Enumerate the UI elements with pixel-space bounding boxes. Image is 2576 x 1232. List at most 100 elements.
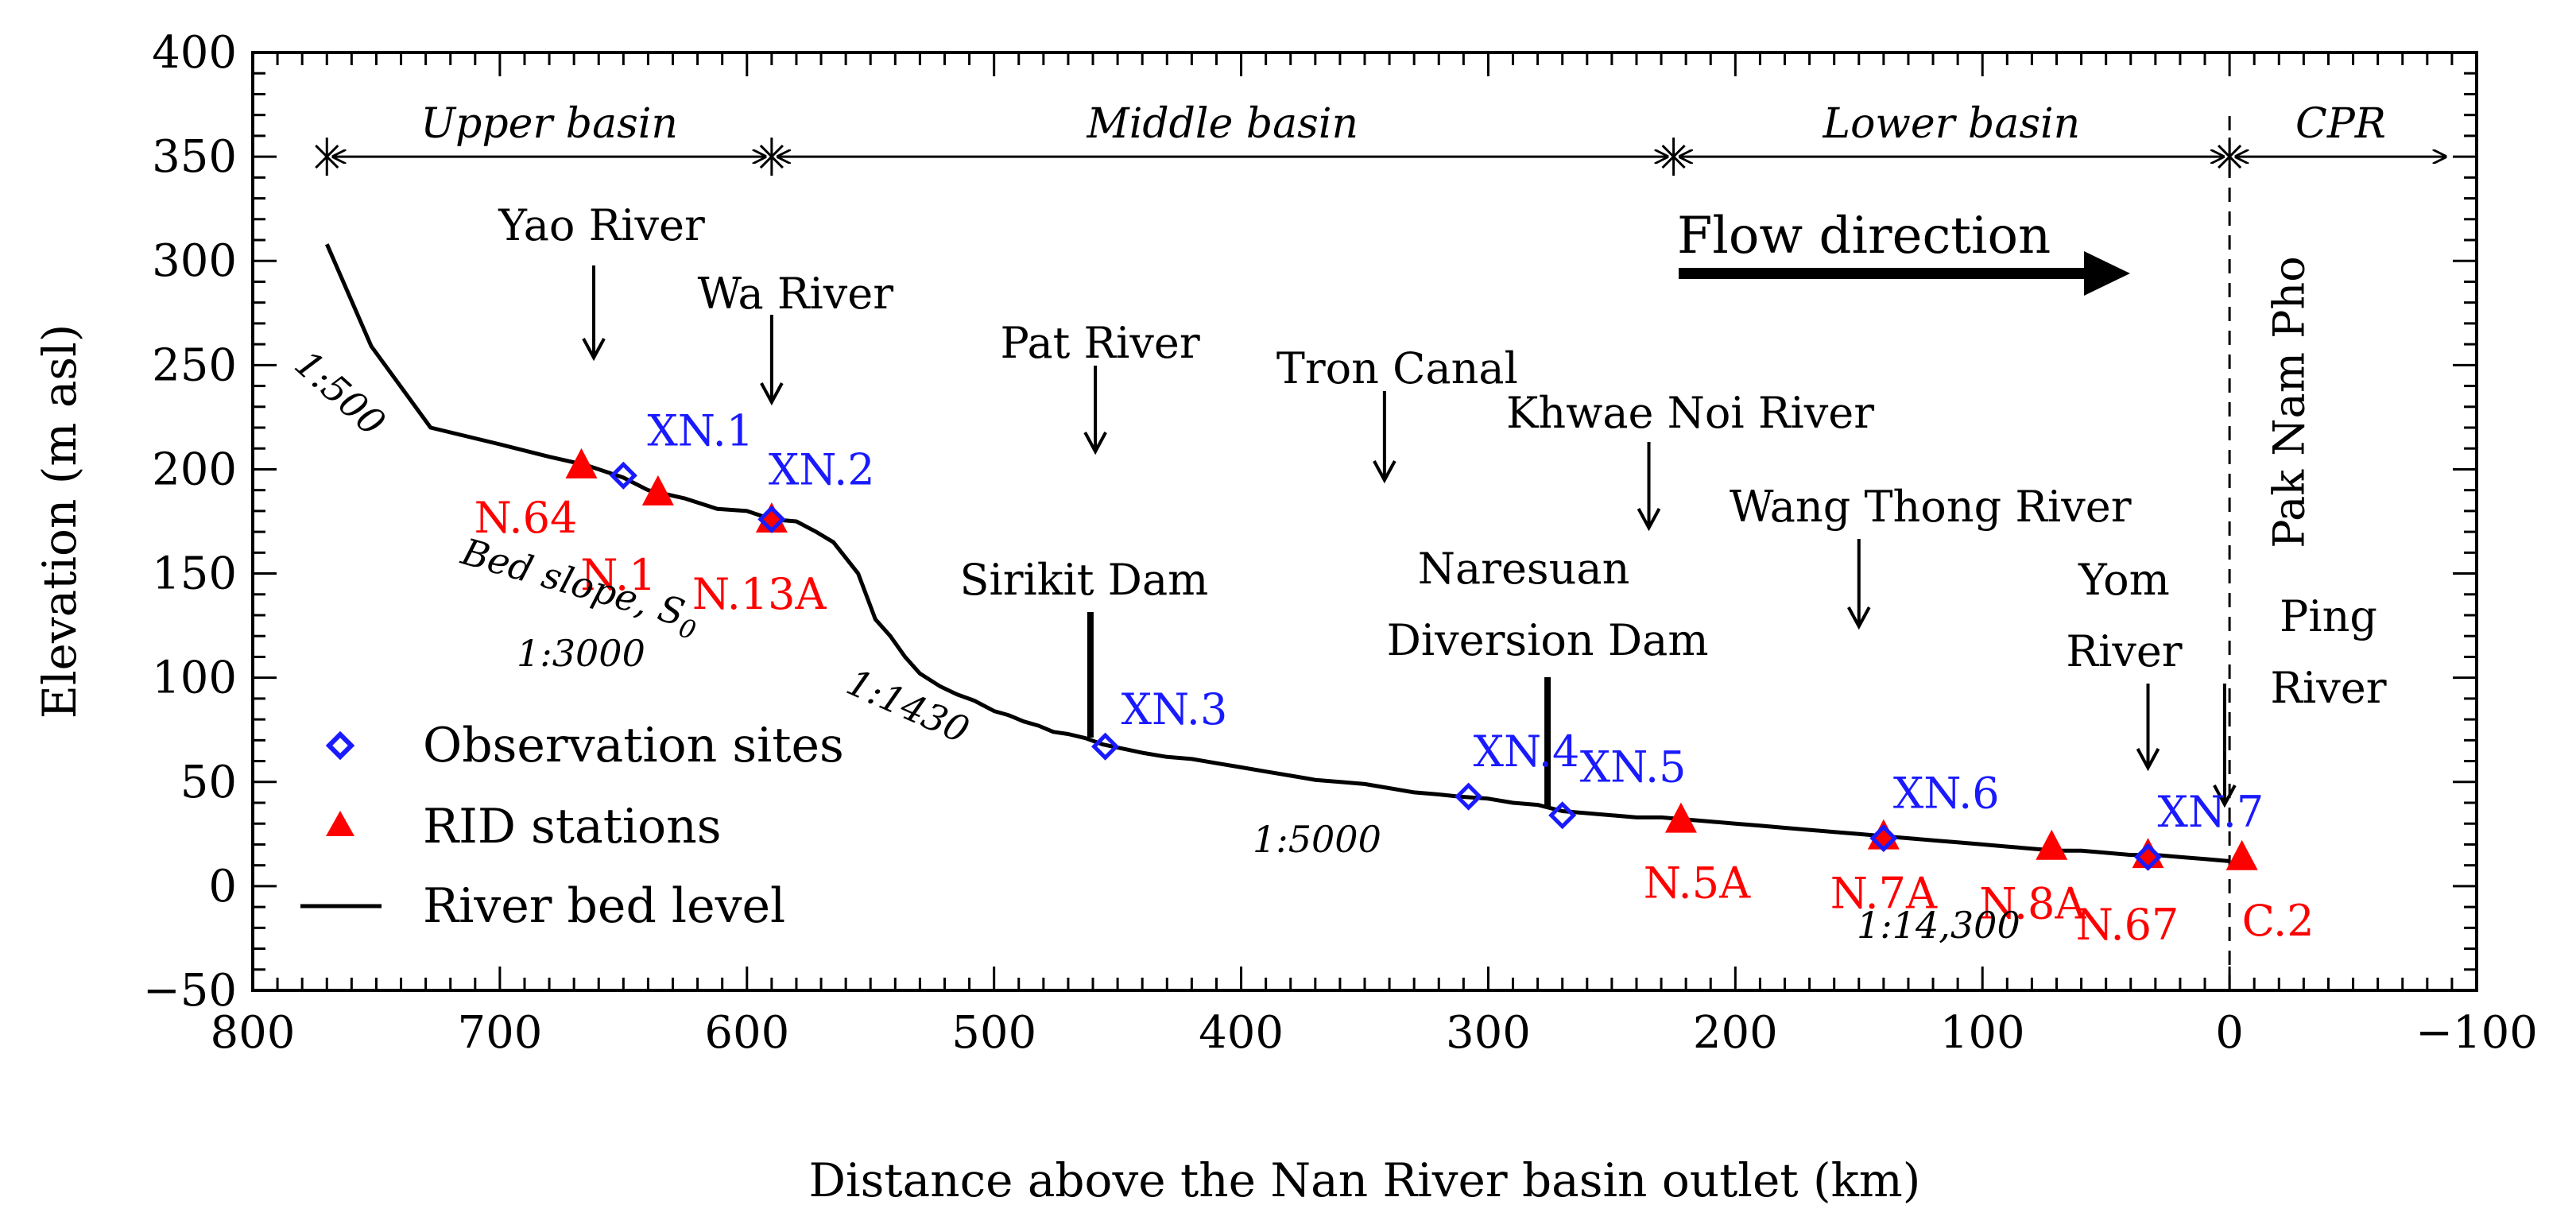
tributary-label: Yao River xyxy=(498,200,705,250)
x-tick-label: 100 xyxy=(1940,1007,2025,1059)
basin-label: Middle basin xyxy=(1086,100,1358,148)
x-tick-label: 800 xyxy=(211,1007,296,1059)
tributary-arrow-head xyxy=(1083,432,1107,455)
flow-direction-label: Flow direction xyxy=(1677,207,2051,265)
tributary-arrow-head xyxy=(1637,508,1661,532)
y-tick-label: 250 xyxy=(152,339,237,391)
x-tick-label: 500 xyxy=(951,1007,1036,1059)
observation-site-marker xyxy=(1091,732,1120,761)
tributary-arrow-head xyxy=(2136,748,2160,772)
y-tick-label: 350 xyxy=(152,131,237,183)
tributary-arrow-head xyxy=(1847,606,1871,630)
x-tick-label: 300 xyxy=(1446,1007,1531,1059)
river-bed-line xyxy=(325,243,2230,863)
flow-direction-annotation: Flow direction xyxy=(1677,207,2130,296)
tributary-label: Khwae Noi River xyxy=(1506,388,1874,438)
legend-label-observation-sites: Observation sites xyxy=(423,718,844,773)
rid-station-marker xyxy=(641,475,674,506)
tributary-label: Tron Canal xyxy=(1276,343,1518,393)
rid-station-label: C.2 xyxy=(2242,896,2315,946)
x-tick-label: −100 xyxy=(2415,1007,2538,1059)
observation-site-marker xyxy=(2133,843,2163,871)
tributary-label: River xyxy=(2066,626,2182,676)
basin-label: Upper basin xyxy=(420,100,678,148)
observation-site-marker xyxy=(757,505,786,533)
observation-site-label: XN.4 xyxy=(1474,726,1580,777)
y-axis-title: Elevation (m asl) xyxy=(33,324,87,719)
legend-label-rid-stations: RID stations xyxy=(423,799,722,854)
rid-station-marker xyxy=(2225,839,2258,870)
x-axis-title: Distance above the Nan River basin outle… xyxy=(809,1153,1921,1207)
x-tick-label: 600 xyxy=(704,1007,789,1059)
dam-label: Diversion Dam xyxy=(1387,615,1709,665)
rid-station-marker xyxy=(565,447,598,478)
x-tick-label: 200 xyxy=(1693,1007,1778,1059)
y-tick-label: −50 xyxy=(143,965,237,1017)
rid-station-marker xyxy=(1664,802,1697,833)
legend-triangle-marker xyxy=(326,811,354,836)
rid-station-label: N.13A xyxy=(692,569,827,619)
observation-site-label: XN.5 xyxy=(1580,742,1687,792)
y-tick-label: 200 xyxy=(152,444,237,495)
slope-label: 1:14,300 xyxy=(1857,904,2020,947)
y-tick-label: 150 xyxy=(152,548,237,600)
rid-station-label: N.1 xyxy=(580,550,656,600)
legend-item-observation-sites: Observation sites xyxy=(325,718,844,773)
y-tick-label: 0 xyxy=(208,861,237,912)
plot-frame xyxy=(251,51,2478,992)
observation-site-label: XN.3 xyxy=(1121,684,1228,734)
slope-label: Bed slope, S0 xyxy=(455,529,705,645)
tributary-arrow-head xyxy=(2213,785,2237,808)
tributary-arrow-head xyxy=(760,382,784,406)
basin-label: CPR xyxy=(2295,100,2386,148)
tributary-arrow-head xyxy=(1373,460,1396,484)
rid-station-label: N.67 xyxy=(2076,900,2179,950)
observation-site-marker xyxy=(609,461,637,490)
legend-item-rid-stations: RID stations xyxy=(326,799,722,854)
basin-label: Lower basin xyxy=(1823,100,2081,148)
rid-station-label: N.7A xyxy=(1830,869,1938,919)
y-tick-label: 400 xyxy=(152,27,237,79)
dam-label: Sirikit Dam xyxy=(959,555,1208,605)
y-tick-label: 100 xyxy=(152,653,237,704)
slope-label: 1:1430 xyxy=(841,661,976,752)
slope-label: 1:3000 xyxy=(517,632,645,675)
legend-label-river-bed-level: River bed level xyxy=(423,878,785,934)
observation-site-label: XN.1 xyxy=(647,405,753,455)
observation-site-markers xyxy=(609,461,2163,871)
tributary-label: Yom xyxy=(2078,555,2170,605)
tributary-label: Ping xyxy=(2280,591,2377,641)
vertical-label-pak-nam-pho: Pak Nam Pho xyxy=(2264,256,2314,548)
tributary-arrow-head xyxy=(582,338,606,362)
observation-site-marker xyxy=(1869,824,1898,853)
x-tick-labels: 800 700 600 500 400 300 200 100 0 −100 xyxy=(211,1007,2538,1059)
x-tick-label: 400 xyxy=(1199,1007,1284,1059)
dam-label: Naresuan xyxy=(1418,544,1630,594)
rid-station-label: N.5A xyxy=(1644,858,1751,909)
y-tick-label: 50 xyxy=(180,757,237,808)
observation-site-marker xyxy=(1455,782,1483,811)
rid-station-label: N.8A xyxy=(1979,879,2086,929)
x-tick-label: 700 xyxy=(457,1007,542,1059)
rid-station-marker xyxy=(2036,829,2068,860)
tributary-label: River xyxy=(2270,663,2386,713)
observation-site-marker xyxy=(1548,801,1577,830)
flow-direction-arrow-head xyxy=(2084,251,2130,296)
tributary-label: Wang Thong River xyxy=(1730,482,2132,532)
x-tick-label: 0 xyxy=(2215,1007,2244,1059)
tributary-label: Wa River xyxy=(698,269,894,319)
slope-label: 1:5000 xyxy=(1253,818,1381,861)
legend-diamond-marker xyxy=(325,730,355,761)
rid-station-label: N.64 xyxy=(475,493,578,543)
tributary-label: Pat River xyxy=(1001,318,1200,368)
observation-site-label: XN.6 xyxy=(1893,769,2000,819)
observation-site-label: XN.7 xyxy=(2158,787,2264,837)
grid-and-ticks xyxy=(251,51,2478,992)
observation-site-label: XN.2 xyxy=(769,444,875,494)
basin-annotations: Upper basin Middle basin Lower basin CPR xyxy=(315,100,2446,176)
